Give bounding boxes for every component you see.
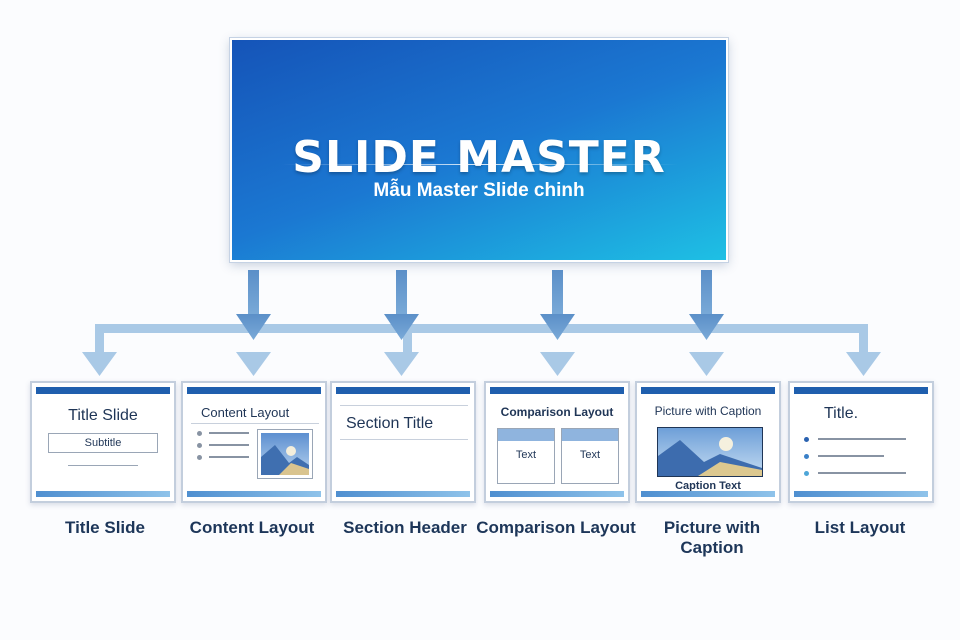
caption-list-layout: List Layout bbox=[814, 518, 906, 537]
layout-bottom-bar bbox=[490, 491, 624, 497]
placeholder-line bbox=[340, 439, 468, 440]
layout-bottom-bar bbox=[336, 491, 470, 497]
arrow-down-icon bbox=[846, 352, 881, 376]
arrow-down-icon bbox=[236, 314, 271, 340]
layout-bottom-bar bbox=[641, 491, 775, 497]
layout-top-bar bbox=[490, 387, 624, 394]
bullet-line bbox=[209, 456, 249, 458]
column-text: Text bbox=[515, 449, 537, 461]
bullet-line bbox=[818, 472, 906, 474]
placeholder-line bbox=[191, 423, 319, 424]
arrow-down-icon bbox=[384, 352, 419, 376]
bullet-dot bbox=[197, 443, 202, 448]
layout-subtitle: Subtitle bbox=[84, 437, 122, 449]
layout-top-bar bbox=[187, 387, 321, 394]
bullet-dot bbox=[804, 471, 809, 476]
placeholder-line bbox=[340, 405, 468, 406]
arrow-down-icon bbox=[689, 352, 724, 376]
layout-top-bar bbox=[794, 387, 928, 394]
caption-content-layout: Content Layout bbox=[189, 518, 315, 537]
comparison-column-right: Text bbox=[561, 428, 619, 484]
bullet-line bbox=[818, 455, 884, 457]
arrow-down-icon bbox=[540, 352, 575, 376]
layout-top-bar bbox=[641, 387, 775, 394]
caption-comparison-layout: Comparison Layout bbox=[476, 518, 636, 537]
arrow-down-icon bbox=[540, 314, 575, 340]
layout-bottom-bar bbox=[36, 491, 170, 497]
layout-list: Title. bbox=[788, 381, 934, 503]
layout-title: Section Title bbox=[346, 415, 434, 432]
caption-title-slide: Title Slide bbox=[65, 518, 145, 537]
slide-master-box: SLIDE MASTER Mẫu Master Slide chinh bbox=[229, 37, 729, 263]
subtitle-box bbox=[48, 433, 158, 453]
layout-title: Picture with Caption bbox=[654, 404, 762, 418]
bullet-dot bbox=[804, 454, 809, 459]
layout-picture-caption: Picture with Caption Caption Text bbox=[635, 381, 781, 503]
layout-top-bar bbox=[36, 387, 170, 394]
image-landscape-icon bbox=[657, 427, 763, 477]
layout-bottom-bar bbox=[187, 491, 321, 497]
layout-bottom-bar bbox=[794, 491, 928, 497]
master-title: SLIDE MASTER bbox=[292, 132, 666, 183]
caption-section-header: Section Header bbox=[343, 518, 467, 537]
arrow-down-icon bbox=[384, 314, 419, 340]
column-text: Text bbox=[579, 449, 601, 461]
layout-title: Content Layout bbox=[201, 405, 290, 420]
bullet-line bbox=[209, 432, 249, 434]
bullet-line bbox=[209, 444, 249, 446]
bullet-dot bbox=[804, 437, 809, 442]
connector-bus bbox=[95, 324, 865, 333]
placeholder-line bbox=[68, 465, 138, 466]
master-subtitle: Mẫu Master Slide chinh bbox=[373, 180, 585, 201]
layout-title-slide: Title Slide Subtitle bbox=[30, 381, 176, 503]
layout-title: Title. bbox=[824, 405, 859, 422]
layout-title: Title Slide bbox=[68, 407, 138, 424]
layout-title: Comparison Layout bbox=[500, 405, 614, 419]
master-divider bbox=[282, 164, 678, 165]
layout-section-header: Section Title bbox=[330, 381, 476, 503]
arrow-down-icon bbox=[82, 352, 117, 376]
picture-caption-text: Caption Text bbox=[675, 480, 741, 492]
comparison-column-left: Text bbox=[497, 428, 555, 484]
layout-content: Content Layout bbox=[181, 381, 327, 503]
caption-picture-with-caption: Picture with Caption bbox=[663, 518, 761, 557]
layout-top-bar bbox=[336, 387, 470, 394]
bullet-line bbox=[818, 438, 906, 440]
image-landscape-icon bbox=[257, 429, 313, 479]
arrow-down-icon bbox=[689, 314, 724, 340]
layout-comparison: Comparison Layout Text Text bbox=[484, 381, 630, 503]
arrow-down-icon bbox=[236, 352, 271, 376]
bullet-dot bbox=[197, 455, 202, 460]
bullet-dot bbox=[197, 431, 202, 436]
